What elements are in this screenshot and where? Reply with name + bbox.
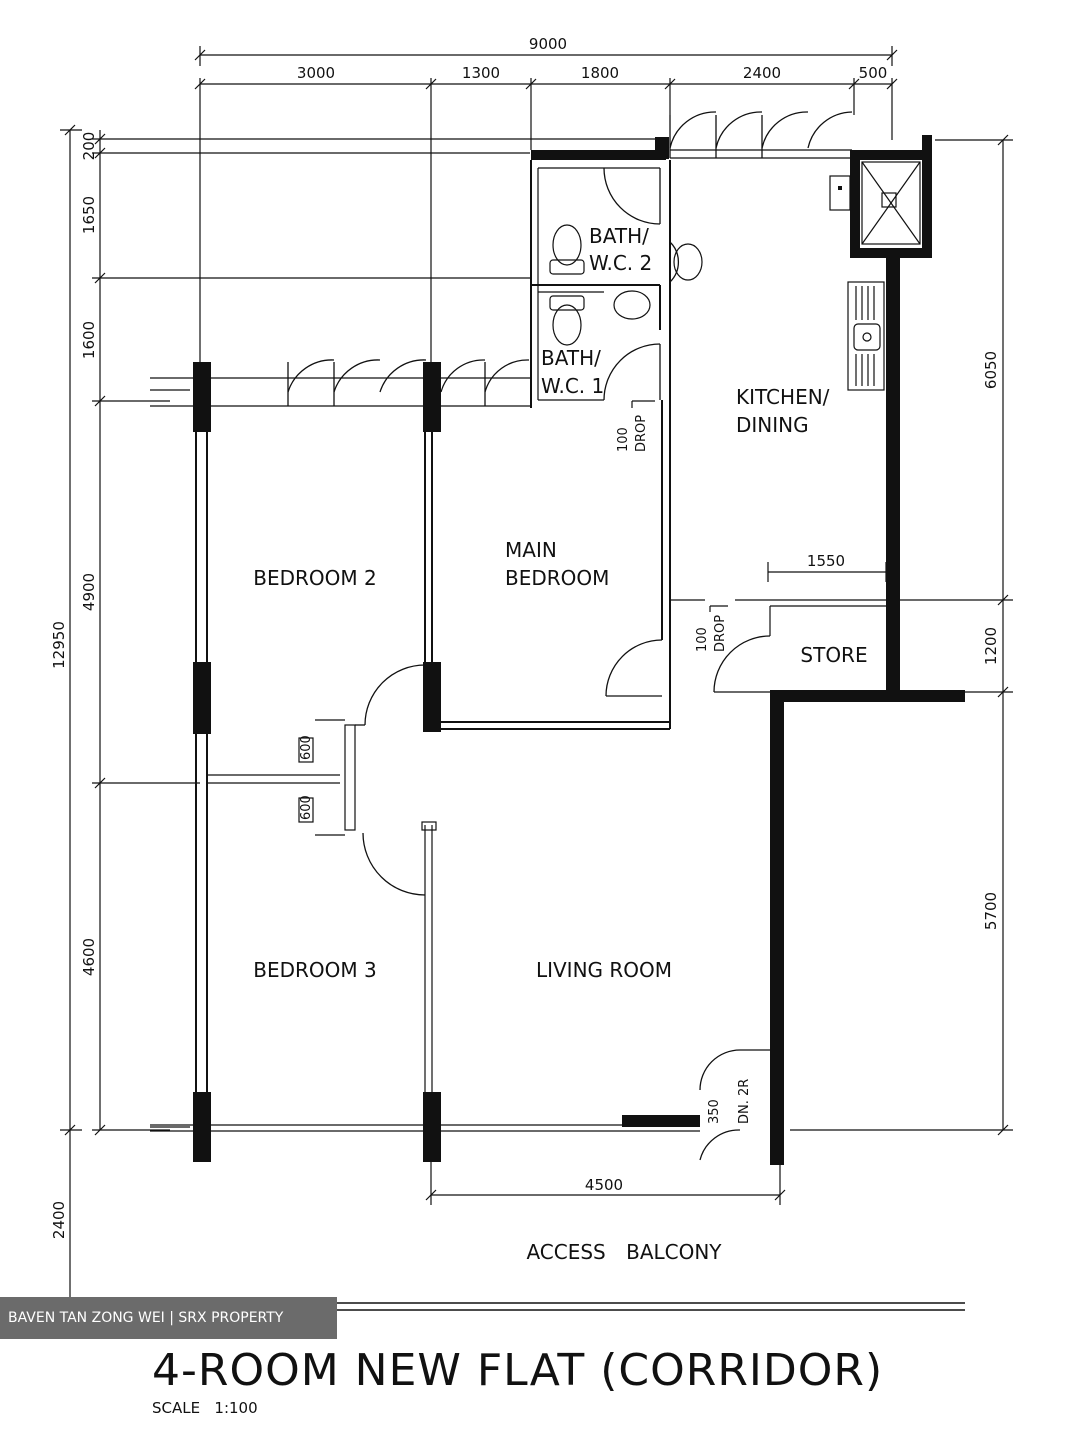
drop-bath-label: DROP [634,415,649,452]
room-main-bedroom-line2: BEDROOM [505,566,609,590]
dim-top-3: 1800 [581,64,619,82]
dim-right-3: 5700 [982,892,1000,930]
dim-top-2: 1300 [462,64,500,82]
annotations: 100 DROP 100 DROP 350 DN. 2R 600 600 [299,415,752,1124]
doors [355,167,771,1161]
dim-kitchen-inner: 1550 [807,552,845,570]
room-kitchen-line1: KITCHEN/ [736,385,830,409]
walls [150,135,965,1165]
drop-bath-value: 100 [616,427,631,452]
room-bath-wc-2-line1: BATH/ [589,224,649,248]
cabinet-1-label: 600 [299,735,314,760]
entrance-step-value: 350 [707,1099,722,1124]
dim-left-3: 1600 [80,321,98,359]
dim-left-2: 1650 [80,196,98,234]
room-living: LIVING ROOM [536,958,672,982]
room-bath-wc-2-line2: W.C. 2 [589,251,652,275]
dim-right-2: 1200 [982,627,1000,665]
dim-bottom-living: 4500 [585,1176,623,1194]
dim-right-1: 6050 [982,351,1000,389]
plan-title: 4-ROOM NEW FLAT (CORRIDOR) [152,1345,883,1396]
room-store: STORE [800,643,867,667]
dim-top-1: 3000 [297,64,335,82]
dim-left-bottom-label: 2400 [50,1201,68,1239]
drop-store-value: 100 [695,627,710,652]
room-kitchen-line2: DINING [736,413,809,437]
dimension-labels: 9000 3000 1300 1800 2400 500 12950 2400 … [50,35,1000,1239]
dim-top-4: 2400 [743,64,781,82]
room-bath-wc-1-line1: BATH/ [541,346,601,370]
dim-left-5: 4600 [80,938,98,976]
plan-scale: SCALE 1:100 [152,1399,258,1417]
dim-top-5: 500 [859,64,888,82]
fixtures [549,161,921,391]
dim-left-4: 4900 [80,573,98,611]
drop-arrows [631,400,728,612]
room-bath-wc-1-line2: W.C. 1 [541,374,604,398]
room-access-balcony: ACCESS BALCONY [526,1240,722,1264]
wardrobe-cabinets [298,719,356,836]
room-labels: BATH/ W.C. 2 BATH/ W.C. 1 KITCHEN/ DININ… [253,224,867,1264]
entrance-step-label: DN. 2R [737,1079,752,1124]
dimension-lines [60,46,1013,1320]
dim-left-1: 200 [80,132,98,161]
structural-columns [193,362,441,1162]
dim-top-total: 9000 [529,35,567,53]
windows [287,111,853,406]
drop-store-label: DROP [713,615,728,652]
watermark-banner: BAVEN TAN ZONG WEI | SRX PROPERTY [0,1297,337,1339]
cabinet-2-label: 600 [299,795,314,820]
dim-left-total: 12950 [50,621,68,669]
room-bedroom-3: BEDROOM 3 [253,958,376,982]
room-main-bedroom-line1: MAIN [505,538,557,562]
room-bedroom-2: BEDROOM 2 [253,566,376,590]
